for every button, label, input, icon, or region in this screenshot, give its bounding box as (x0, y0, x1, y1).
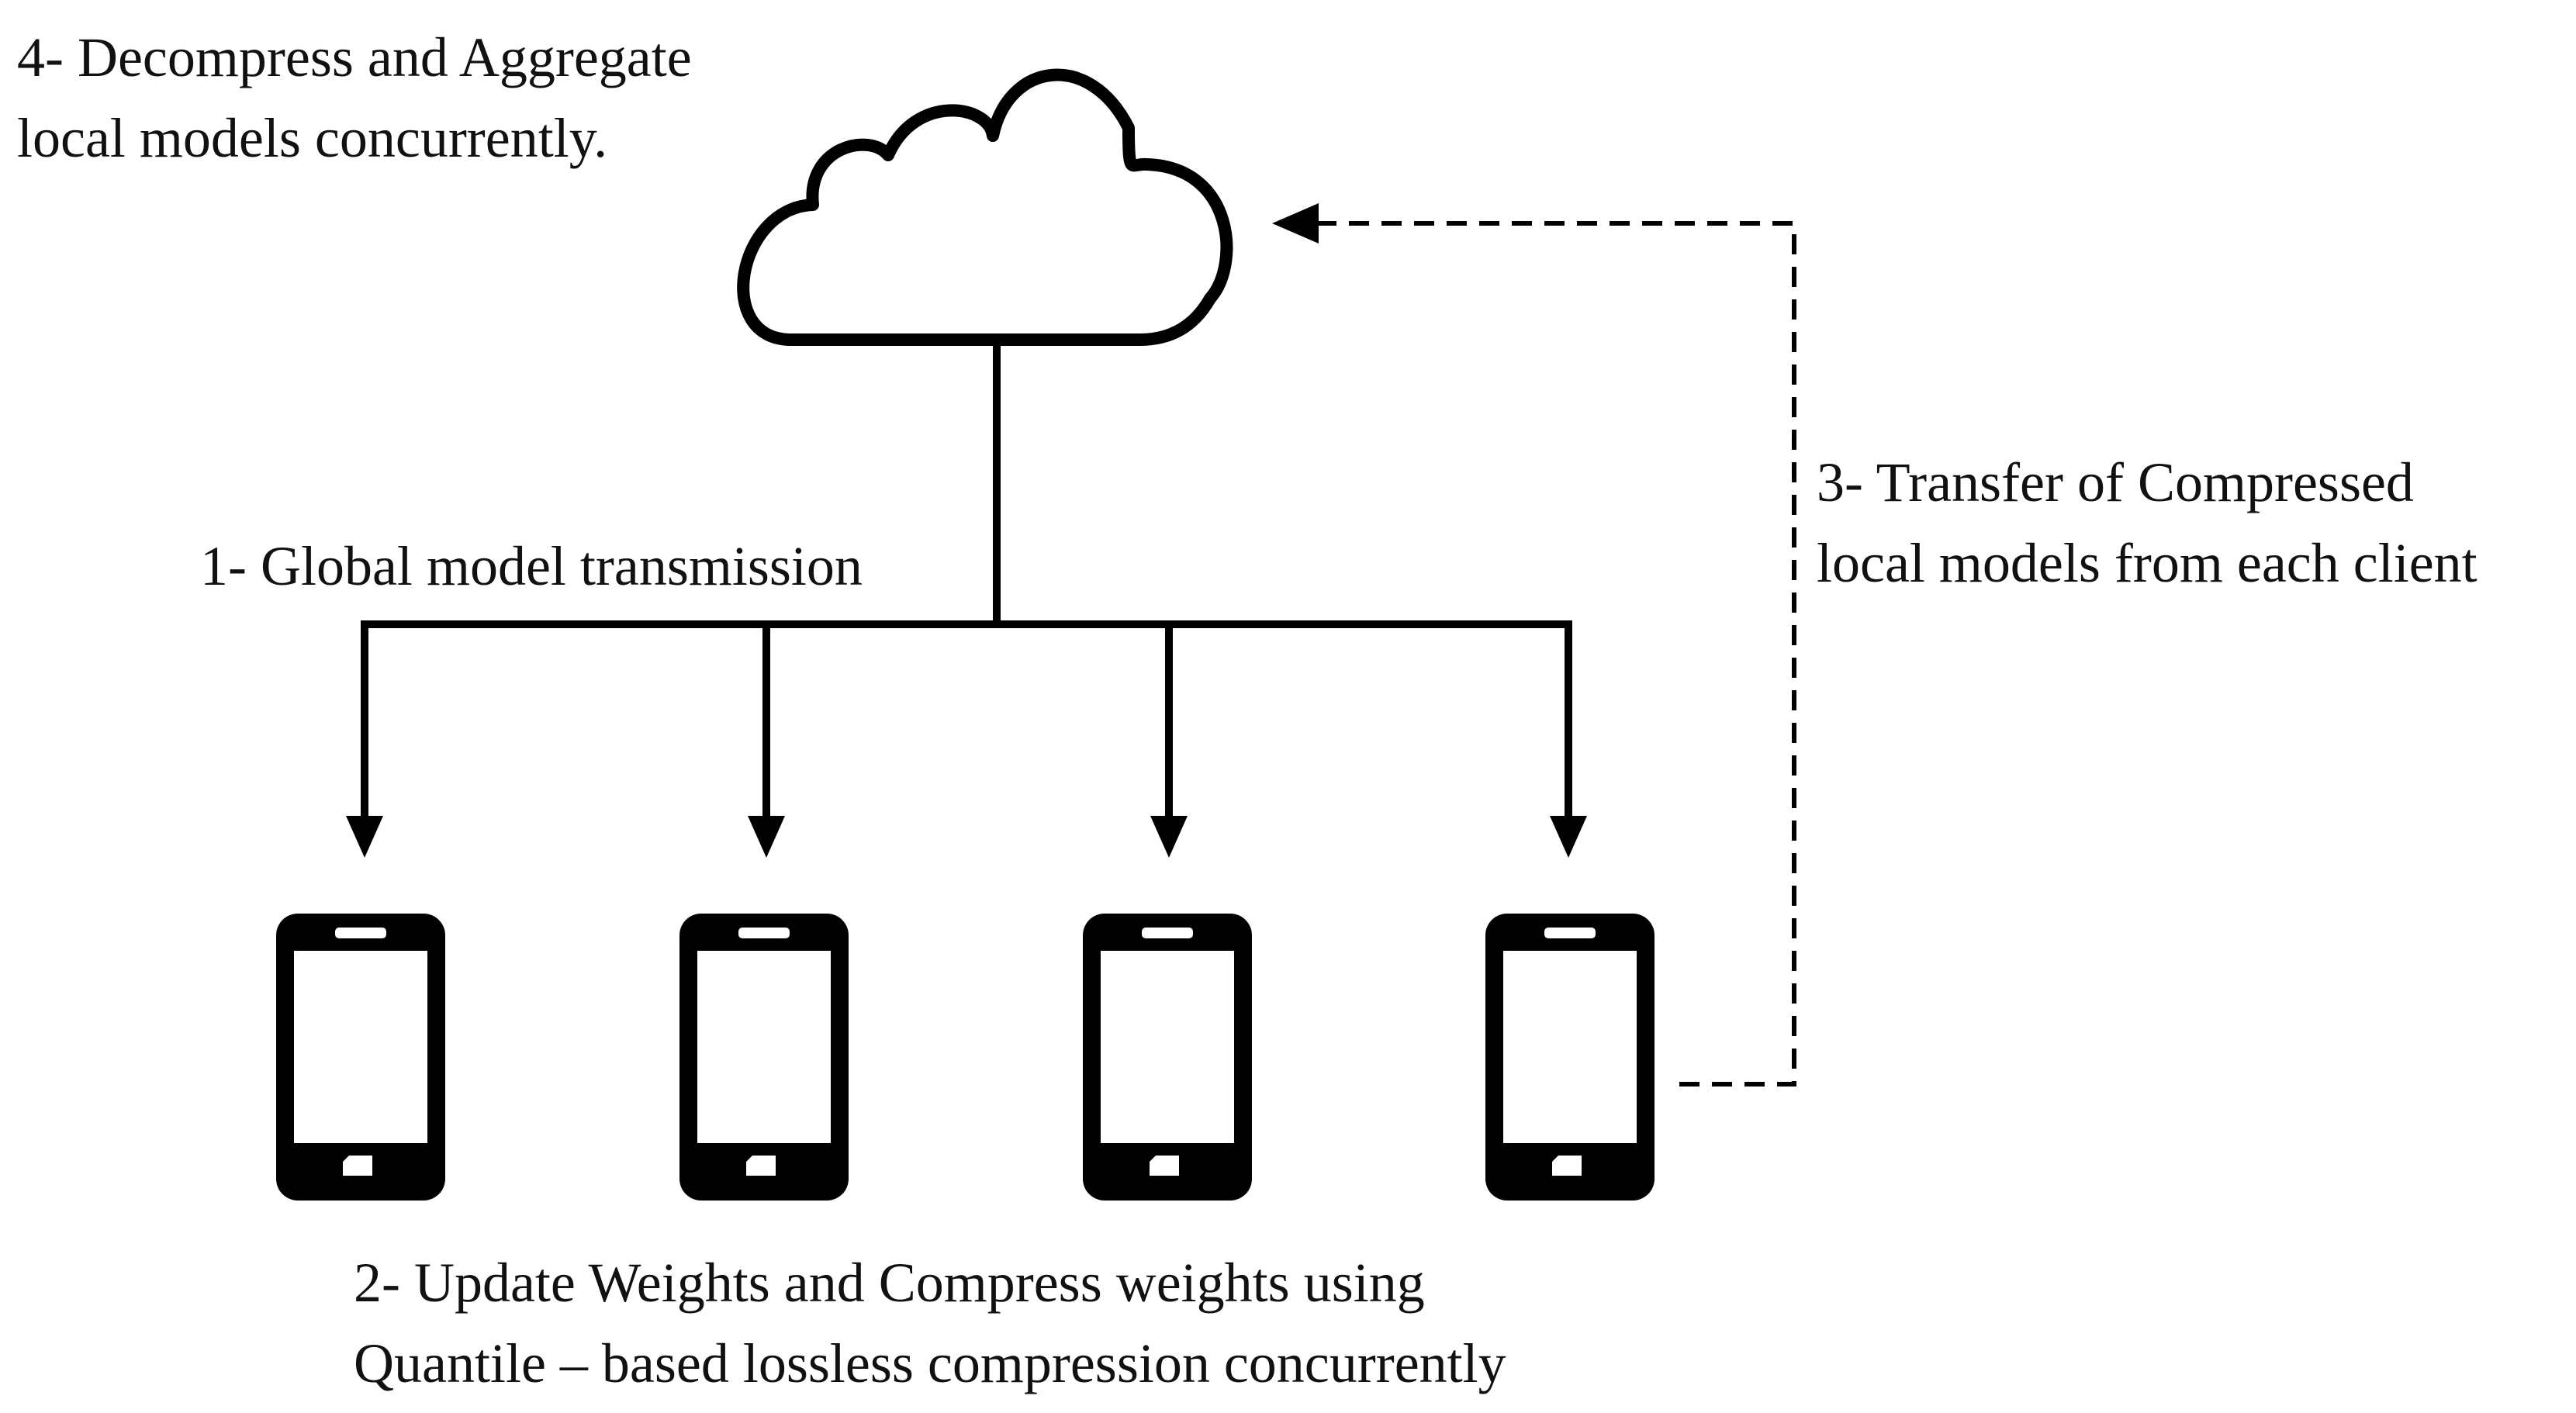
smartphone-icon-3 (1083, 914, 1252, 1201)
step4-label: 4- Decompress and Aggregate local models… (17, 17, 692, 178)
step2-line2: Quantile – based lossless compression co… (354, 1332, 1506, 1394)
arrowhead-client-1 (346, 816, 383, 858)
global-model-transmission-lines (361, 340, 1572, 821)
arrowhead-to-server (1272, 203, 1319, 244)
step3-line1: 3- Transfer of Compressed (1817, 451, 2414, 513)
step3-line2: local models from each client (1817, 532, 2477, 594)
clients (276, 914, 1655, 1201)
step2-line1: 2- Update Weights and Compress weights u… (354, 1252, 1425, 1314)
step4-line2: local models concurrently. (17, 107, 608, 169)
cloud-icon (737, 68, 1233, 346)
arrowhead-client-3 (1150, 816, 1188, 858)
smartphone-icon-1 (276, 914, 445, 1201)
step1-line1: 1- Global model transmission (200, 535, 863, 597)
arrowhead-client-4 (1550, 816, 1587, 858)
compressed-model-upload-path (1272, 203, 1796, 1087)
step2-label: 2- Update Weights and Compress weights u… (354, 1242, 1506, 1404)
smartphone-icon-2 (679, 914, 849, 1201)
step3-label: 3- Transfer of Compressed local models f… (1817, 442, 2477, 603)
step1-label: 1- Global model transmission (200, 526, 863, 606)
arrowheads-down (346, 816, 1587, 858)
step4-line1: 4- Decompress and Aggregate (17, 26, 692, 88)
arrowhead-client-2 (748, 816, 785, 858)
smartphone-icon-4 (1485, 914, 1655, 1201)
